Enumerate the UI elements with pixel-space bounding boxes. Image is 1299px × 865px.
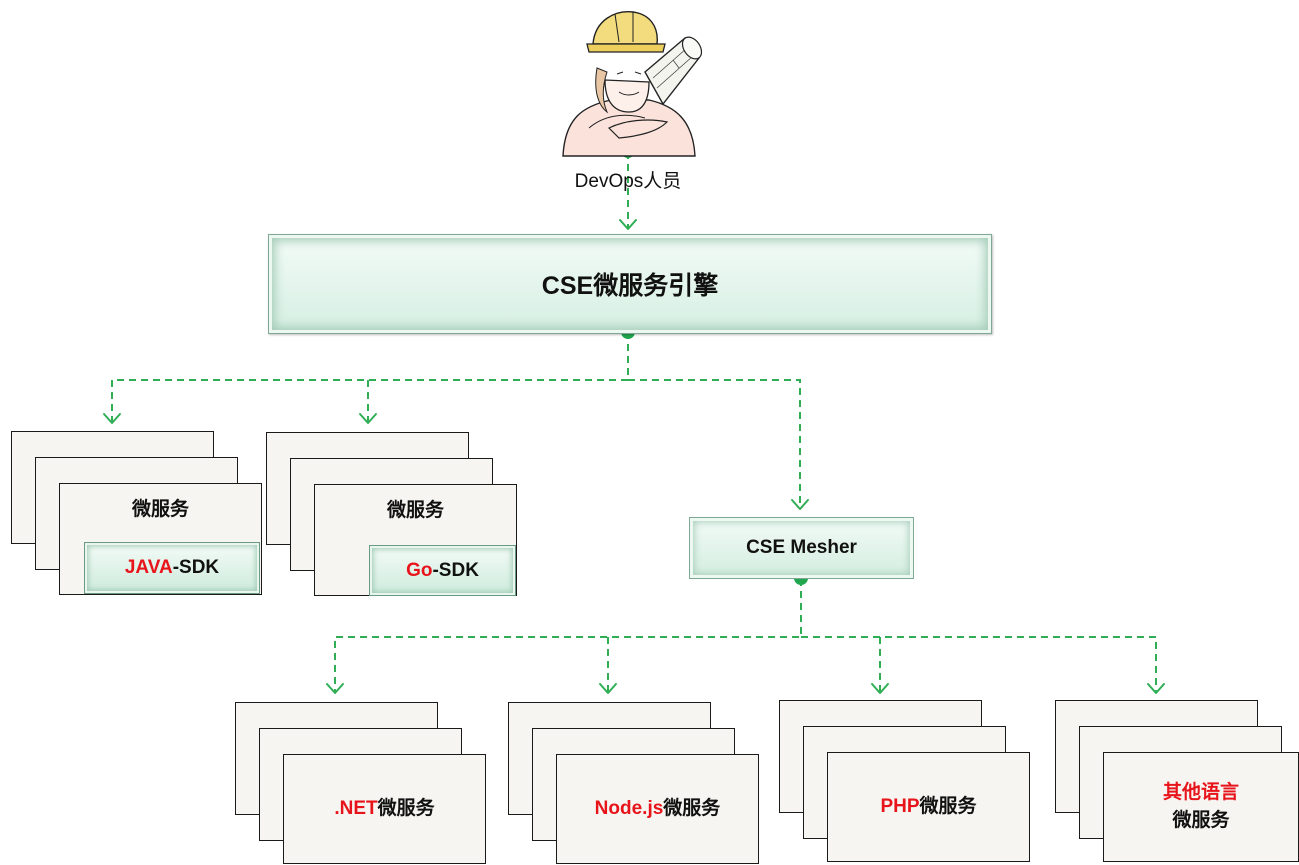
language-name: Node.js [594, 798, 664, 819]
service-suffix: 微服务 [377, 798, 435, 819]
devops-person-label: DevOps人员 [574, 171, 682, 192]
stack-card-front: 其他语言 微服务 [1103, 752, 1299, 862]
devops-person-illustration [562, 11, 703, 157]
language-name: 其他语言 [1162, 782, 1239, 803]
arrow-java [103, 413, 121, 424]
service-label: Node.js微服务 [595, 795, 721, 823]
connector-mesher-net [334, 579, 802, 692]
cse-engine-box: CSE微服务引擎 [268, 234, 992, 334]
sdk-suffix: -SDK [432, 559, 479, 581]
arrow-node [599, 683, 617, 694]
java-sdk-box: JAVA-SDK [84, 542, 260, 594]
cse-mesher-box: CSE Mesher [689, 517, 914, 579]
arrow-go [359, 413, 377, 424]
sdk-language: Go [406, 559, 433, 581]
sdk-language: JAVA [124, 557, 173, 578]
service-label: 微服务 [131, 499, 189, 520]
go-sdk-box: Go-SDK [369, 545, 516, 596]
stack-card-front: PHP微服务 [827, 752, 1030, 862]
connector-engine-java [111, 332, 629, 422]
stack-card-front: .NET微服务 [283, 754, 486, 864]
stack-card-front: Node.js微服务 [556, 754, 759, 864]
connector-mesher-php [801, 636, 1157, 692]
language-name: PHP [880, 796, 920, 817]
arrow-other [1147, 683, 1165, 694]
arrow-php [871, 683, 889, 694]
connector-engine-mesher [628, 379, 801, 508]
service-label: .NET微服务 [334, 795, 434, 823]
service-label: PHP微服务 [880, 793, 976, 821]
service-suffix: 微服务 [1172, 810, 1230, 831]
service-label: 微服务 [386, 500, 444, 521]
arrow-mesher [791, 499, 809, 510]
service-suffix: 微服务 [919, 796, 977, 817]
service-suffix: 微服务 [663, 798, 721, 819]
sdk-suffix: -SDK [172, 557, 220, 578]
arrow-net [326, 683, 344, 694]
language-name: .NET [334, 798, 378, 819]
arrow-engine [619, 219, 637, 230]
